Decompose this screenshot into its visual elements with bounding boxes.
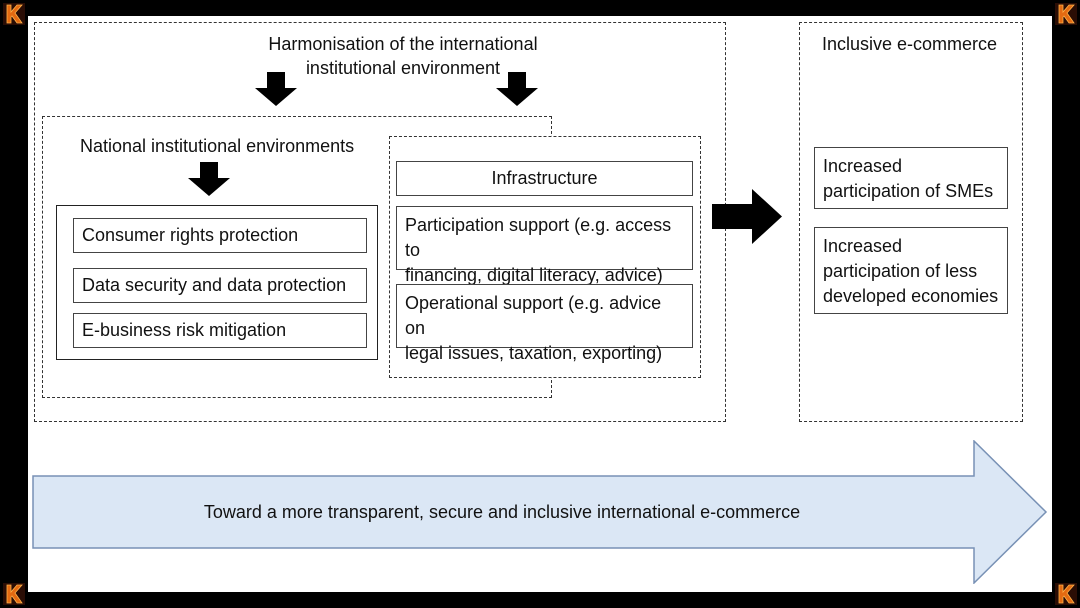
harmonisation-title-line2: institutional environment bbox=[305, 58, 501, 78]
participation-support-line2: financing, digital literacy, advice) bbox=[405, 265, 663, 285]
data-security-item: Data security and data protection bbox=[73, 268, 367, 303]
operational-support-item: Operational support (e.g. advice on lega… bbox=[396, 284, 693, 363]
operational-support-line1: Operational support (e.g. advice on bbox=[405, 293, 662, 338]
risk-mitigation-item: E-business risk mitigation bbox=[73, 313, 367, 348]
banner-text: Toward a more transparent, secure and in… bbox=[203, 501, 801, 522]
infrastructure-title: Infrastructure bbox=[396, 161, 693, 196]
less-developed-participation-item: Increased participation of less develope… bbox=[814, 227, 1008, 314]
national-environments-title: National institutional environments bbox=[80, 136, 355, 156]
banner-arrow bbox=[32, 439, 1048, 589]
less-developed-line1: Increased bbox=[823, 236, 903, 256]
less-developed-line3: developed economies bbox=[823, 286, 999, 306]
participation-support-line1: Participation support (e.g. access to bbox=[405, 215, 672, 260]
smes-line1: Increased bbox=[823, 156, 903, 176]
participation-support-item: Participation support (e.g. access to fi… bbox=[396, 206, 693, 285]
diagram-canvas: Harmonisation of the international insti… bbox=[28, 16, 1052, 592]
k-logo-icon bbox=[1054, 582, 1078, 606]
less-developed-line2: participation of less bbox=[823, 261, 978, 281]
harmonisation-title: Harmonisation of the international insti… bbox=[228, 32, 578, 80]
smes-line2: participation of SMEs bbox=[823, 181, 994, 201]
harmonisation-title-line1: Harmonisation of the international bbox=[268, 34, 538, 54]
inclusive-ecommerce-box bbox=[799, 22, 1023, 422]
down-arrow-icon bbox=[188, 162, 230, 196]
smes-participation-item: Increased participation of SMEs bbox=[814, 147, 1008, 209]
down-arrow-icon bbox=[255, 72, 297, 106]
operational-support-line2: legal issues, taxation, exporting) bbox=[405, 343, 663, 363]
k-logo-icon bbox=[2, 2, 26, 26]
consumer-rights-item: Consumer rights protection bbox=[73, 218, 367, 253]
protection-group-box bbox=[56, 205, 378, 360]
right-arrow-icon bbox=[712, 189, 782, 244]
k-logo-icon bbox=[2, 582, 26, 606]
inclusive-ecommerce-title: Inclusive e-commerce bbox=[822, 34, 998, 54]
down-arrow-icon bbox=[496, 72, 538, 106]
k-logo-icon bbox=[1054, 2, 1078, 26]
